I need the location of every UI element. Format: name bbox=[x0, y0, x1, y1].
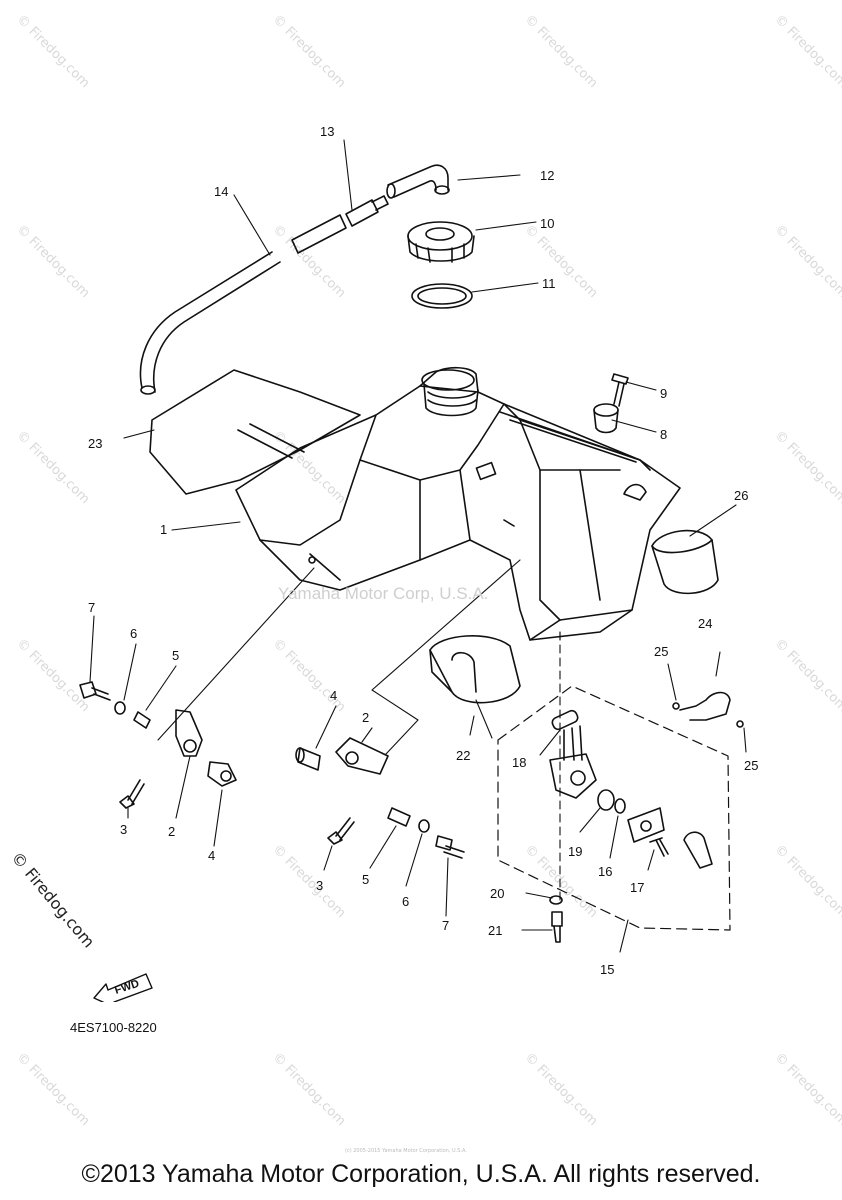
callout-10: 10 bbox=[540, 216, 554, 231]
left-mounting-group bbox=[79, 681, 237, 809]
part-22-rubber bbox=[429, 635, 521, 704]
callout-7: 7 bbox=[442, 918, 449, 933]
fwd-arrow-icon: FWD bbox=[93, 973, 153, 1002]
callout-19: 19 bbox=[568, 844, 582, 859]
part-1-fuel-tank bbox=[235, 366, 681, 641]
callout-23: 23 bbox=[88, 436, 102, 451]
part-10-fuel-cap bbox=[407, 221, 475, 263]
part-12-hose-elbow bbox=[386, 164, 450, 199]
part-13-fitting bbox=[345, 195, 389, 227]
callout-24: 24 bbox=[698, 616, 712, 631]
callout-8: 8 bbox=[660, 427, 667, 442]
part-8-damper bbox=[593, 403, 619, 434]
callout-numbers: 1 2 2 3 3 4 4 5 5 6 6 7 7 8 9 10 11 12 1… bbox=[88, 124, 758, 977]
callout-9: 9 bbox=[660, 386, 667, 401]
part-9-bolt bbox=[611, 373, 629, 407]
callout-6: 6 bbox=[402, 894, 409, 909]
callout-12: 12 bbox=[540, 168, 554, 183]
callout-25: 25 bbox=[744, 758, 758, 773]
diagram-code: 4ES7100-8220 bbox=[70, 1020, 157, 1035]
callout-3: 3 bbox=[120, 822, 127, 837]
callout-21: 21 bbox=[488, 923, 502, 938]
callout-7: 7 bbox=[88, 600, 95, 615]
callout-11: 11 bbox=[542, 276, 556, 291]
part-23-cover bbox=[149, 369, 361, 495]
callout-16: 16 bbox=[598, 864, 612, 879]
callout-14: 14 bbox=[214, 184, 228, 199]
callout-26: 26 bbox=[734, 488, 748, 503]
callout-18: 18 bbox=[512, 755, 526, 770]
callout-25: 25 bbox=[654, 644, 668, 659]
copyright-footer: ©2013 Yamaha Motor Corporation, U.S.A. A… bbox=[81, 1160, 761, 1188]
callout-4: 4 bbox=[330, 688, 337, 703]
leader-lines bbox=[89, 139, 747, 953]
part-26-rubber bbox=[651, 529, 719, 595]
middle-mounting-group bbox=[295, 737, 465, 859]
callout-5: 5 bbox=[172, 648, 179, 663]
small-credit: (c) 2005-2015 Yamaha Motor Corporation, … bbox=[345, 1148, 467, 1154]
callout-13: 13 bbox=[320, 124, 334, 139]
center-watermark: Yamaha Motor Corp, U.S.A. bbox=[278, 584, 489, 603]
callout-5: 5 bbox=[362, 872, 369, 887]
callout-4: 4 bbox=[208, 848, 215, 863]
callout-22: 22 bbox=[456, 748, 470, 763]
callout-2: 2 bbox=[168, 824, 175, 839]
callout-20: 20 bbox=[490, 886, 504, 901]
part-11-gasket bbox=[411, 283, 473, 309]
callout-15: 15 bbox=[600, 962, 614, 977]
callout-2: 2 bbox=[362, 710, 369, 725]
callout-6: 6 bbox=[130, 626, 137, 641]
callout-17: 17 bbox=[630, 880, 644, 895]
part-15-fuel-cock-assembly bbox=[497, 685, 744, 943]
part-14-breather-hose bbox=[139, 214, 347, 395]
callout-1: 1 bbox=[160, 522, 167, 537]
callout-3: 3 bbox=[316, 878, 323, 893]
